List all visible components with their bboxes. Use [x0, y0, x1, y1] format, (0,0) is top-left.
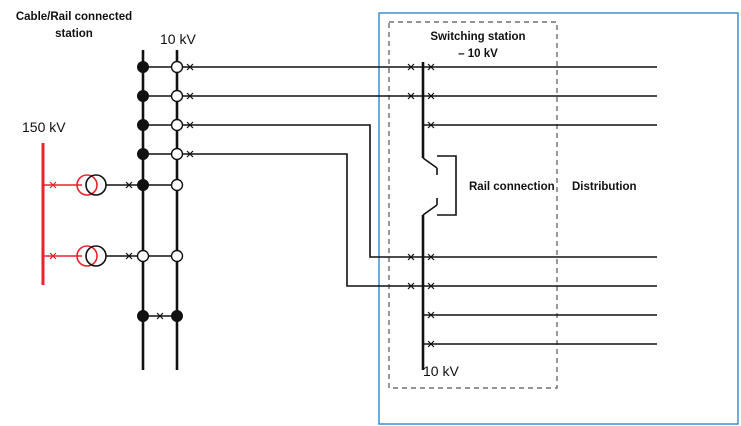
cable-rail-station-label-line2: station — [55, 28, 93, 40]
switching-station-frame — [388, 21, 558, 389]
feeder-4 — [143, 153, 657, 287]
cable-rail-station-label-line1: Cable/Rail connected — [16, 11, 132, 23]
distribution-label: Distribution — [572, 181, 637, 193]
breaker-marks — [125, 63, 435, 348]
feeder-3 — [143, 124, 657, 258]
transformer-feeder-1 — [43, 174, 142, 196]
mv-bus-voltage-label: 10 kV — [160, 31, 196, 47]
transformer-feeder-2 — [43, 245, 142, 267]
hv-voltage-label: 150 kV — [22, 119, 66, 135]
switching-station-label-line2: – 10 kV — [458, 48, 498, 60]
rail-connection-switches — [422, 155, 457, 216]
switching-bus-voltage-label: 10 kV — [423, 363, 459, 379]
busbar-nodes — [136, 60, 184, 322]
rail-connection-label: Rail connection — [469, 181, 555, 193]
hv-breaker-marks — [49, 181, 57, 260]
switching-station-label-line1: Switching station — [430, 31, 525, 43]
distribution-frame — [378, 12, 739, 425]
